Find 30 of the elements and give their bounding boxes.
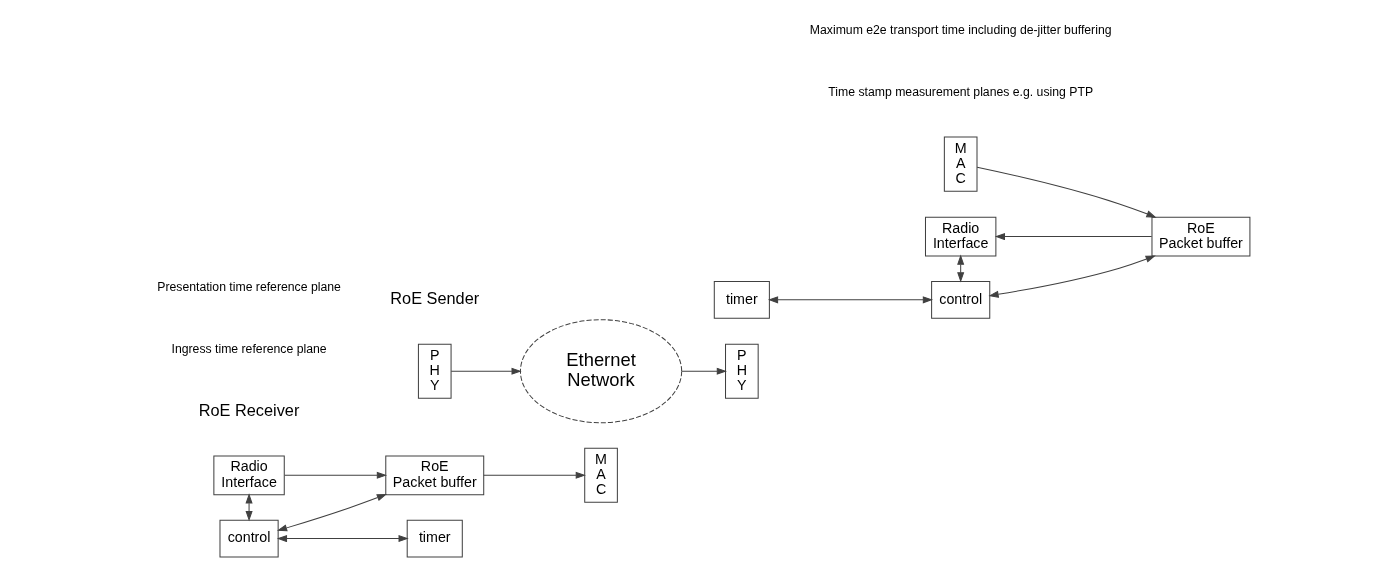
arrow xyxy=(276,534,409,543)
label: RoE Receiver xyxy=(198,400,300,419)
label: Time stamp measurement planes e.g. using PTP xyxy=(828,84,1094,99)
arrow xyxy=(976,166,1157,218)
node-box: timer xyxy=(406,519,463,558)
arrow xyxy=(767,296,934,304)
arrow xyxy=(284,471,388,479)
arrow xyxy=(245,493,253,522)
node-box: RoE Packet buffer xyxy=(385,455,485,496)
arrow xyxy=(994,232,1153,241)
node-box: RoE Packet buffer xyxy=(1151,216,1251,257)
label: Presentation time reference plane xyxy=(157,279,341,294)
node-box: P H Y xyxy=(725,343,759,399)
arrow xyxy=(450,367,522,375)
node-box: Radio Interface xyxy=(924,216,997,257)
arrow xyxy=(276,493,387,532)
arrow xyxy=(483,471,586,479)
label: Ingress time reference plane xyxy=(171,341,327,356)
node-box: P H Y xyxy=(417,343,452,399)
node-box: timer xyxy=(713,280,770,319)
label: Maximum e2e transport time including de-jitter buffering xyxy=(809,22,1112,37)
arrow xyxy=(681,367,727,375)
node-box: M A C xyxy=(584,447,618,503)
label: RoE Sender xyxy=(390,288,480,307)
arrow xyxy=(988,255,1156,298)
node-box: M A C xyxy=(943,136,978,192)
node-box: Radio Interface xyxy=(213,455,285,496)
node-ellipse: Ethernet Network xyxy=(519,319,683,424)
node-box: control xyxy=(931,280,991,319)
node-box: control xyxy=(219,519,279,558)
